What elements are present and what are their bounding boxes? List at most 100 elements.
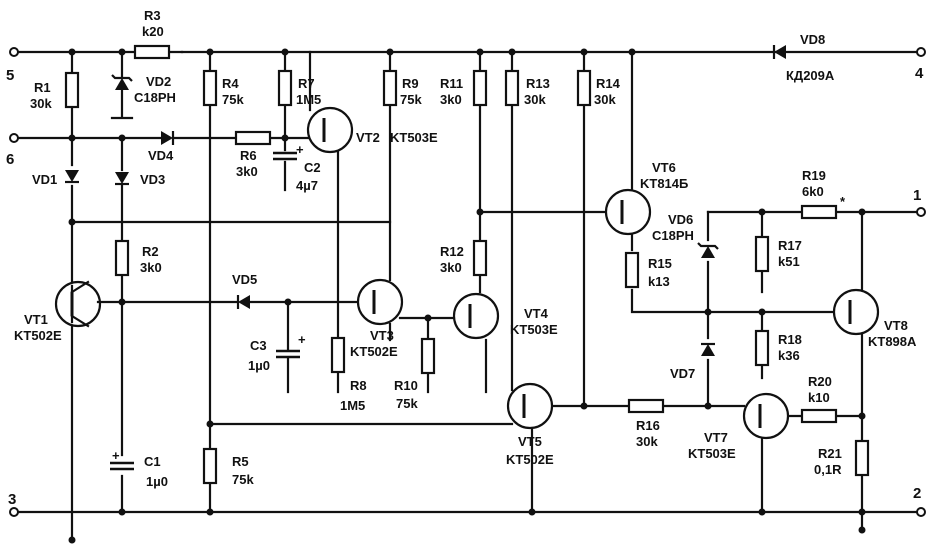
transistor-vt2: VT2 KT503E	[306, 106, 438, 154]
transistor-vt3: VT3 KT502E	[350, 278, 404, 359]
capacitor-c2: + C2 4µ7	[271, 142, 321, 193]
c1-ref: C1	[144, 454, 161, 469]
vt1-ref: VT1	[24, 312, 48, 327]
r21-ref: R21	[818, 446, 842, 461]
vt3-ref: VT3	[370, 328, 394, 343]
capacitor-c3: + C3 1µ0	[248, 332, 306, 373]
r14-value: 30k	[594, 92, 616, 107]
resistor-r4: R4 75k	[202, 69, 244, 107]
terminal-4: 4	[915, 47, 926, 82]
resistor-r13: R13 30k	[504, 69, 550, 107]
c1-plus: +	[112, 448, 120, 463]
r2-ref: R2	[142, 244, 159, 259]
r6-value: 3k0	[236, 164, 258, 179]
r8-value: 1M5	[340, 398, 365, 413]
resistor-r6: R6 3k0	[234, 130, 272, 179]
vt4-ref: VT4	[524, 306, 549, 321]
r13-value: 30k	[524, 92, 546, 107]
c2-value: 4µ7	[296, 178, 318, 193]
r16-ref: R16	[636, 418, 660, 433]
resistor-r19: R19 6k0 *	[800, 168, 846, 220]
wires	[16, 50, 920, 542]
r5-value: 75k	[232, 472, 254, 487]
resistor-r21: R21 0,1R	[814, 439, 870, 477]
terminal-1: 1	[913, 187, 926, 217]
vt6-ref: VT6	[652, 160, 676, 175]
r19-value: 6k0	[802, 184, 824, 199]
diode-vd7: VD7	[670, 342, 717, 381]
r7-ref: R7	[298, 76, 315, 91]
resistor-r20: R20 k10	[800, 374, 838, 424]
terminal-5: 5	[6, 47, 19, 84]
r1-value: 30k	[30, 96, 52, 111]
r11-value: 3k0	[440, 92, 462, 107]
r13-ref: R13	[526, 76, 550, 91]
c3-plus: +	[298, 332, 306, 347]
r3-value: k20	[142, 24, 164, 39]
diode-vd8: VD8 КД209А	[772, 32, 835, 83]
r12-value: 3k0	[440, 260, 462, 275]
vt2-value: KT503E	[390, 130, 438, 145]
diode-vd4: VD4	[148, 129, 175, 163]
diode-vd5: VD5	[232, 272, 257, 311]
resistor-r3: R3 k20	[133, 8, 171, 60]
resistor-r1: R1 30k	[30, 71, 80, 111]
r19-ref: R19	[802, 168, 826, 183]
diode-vd3: VD3	[113, 170, 165, 187]
resistor-r9: R9 75k	[382, 69, 422, 107]
c3-ref: C3	[250, 338, 267, 353]
r21-value: 0,1R	[814, 462, 842, 477]
vd2-value: C18PH	[134, 90, 176, 105]
vd6-value: C18PH	[652, 228, 694, 243]
r20-value: k10	[808, 390, 830, 405]
r10-value: 75k	[396, 396, 418, 411]
resistor-r11: R11 3k0	[440, 69, 488, 107]
vt8-ref: VT8	[884, 318, 908, 333]
r15-value: k13	[648, 274, 670, 289]
resistor-r18: R18 k36	[754, 329, 802, 367]
vd8-ref: VD8	[800, 32, 825, 47]
r16-value: 30k	[636, 434, 658, 449]
r5-ref: R5	[232, 454, 249, 469]
zener-vd2: VD2 C18PH	[110, 73, 176, 105]
r4-value: 75k	[222, 92, 244, 107]
diode-vd1: VD1	[32, 168, 81, 187]
transistor-vt7: VT7 KT503E	[688, 392, 790, 461]
vt7-ref: VT7	[704, 430, 728, 445]
terminal-6-label: 6	[6, 151, 14, 168]
r20-ref: R20	[808, 374, 832, 389]
r3-ref: R3	[144, 8, 161, 23]
resistor-r17: R17 k51	[754, 235, 802, 273]
r6-ref: R6	[240, 148, 257, 163]
resistor-r8: R8 1M5	[330, 336, 367, 413]
vd5-ref: VD5	[232, 272, 257, 287]
resistor-r2: R2 3k0	[114, 239, 162, 277]
r1-ref: R1	[34, 80, 51, 95]
r9-ref: R9	[402, 76, 419, 91]
r9-value: 75k	[400, 92, 422, 107]
r19-mark: *	[840, 194, 846, 209]
transistor-vt4: VT4 KT503E	[452, 292, 558, 340]
resistor-r7: R7 1M5	[277, 69, 321, 107]
vd4-ref: VD4	[148, 148, 174, 163]
terminal-3-label: 3	[8, 491, 16, 508]
vd6-ref: VD6	[668, 212, 693, 227]
vd3-ref: VD3	[140, 172, 165, 187]
r17-value: k51	[778, 254, 800, 269]
r4-ref: R4	[222, 76, 239, 91]
resistor-r15: R15 k13	[624, 251, 672, 289]
vt8-value: KT898A	[868, 334, 917, 349]
terminal-1-label: 1	[913, 187, 921, 204]
vt5-ref: VT5	[518, 434, 542, 449]
vt1-value: KT502E	[14, 328, 62, 343]
zener-vd6: VD6 C18PH	[652, 212, 720, 260]
vd7-ref: VD7	[670, 366, 695, 381]
vt7-value: KT503E	[688, 446, 736, 461]
transistor-vt8: VT8 KT898A	[832, 288, 917, 349]
r7-value: 1M5	[296, 92, 321, 107]
vt4-value: KT503E	[510, 322, 558, 337]
transistor-vt1: VT1 KT502E	[14, 280, 124, 343]
r10-ref: R10	[394, 378, 418, 393]
vt5-value: KT502E	[506, 452, 554, 467]
